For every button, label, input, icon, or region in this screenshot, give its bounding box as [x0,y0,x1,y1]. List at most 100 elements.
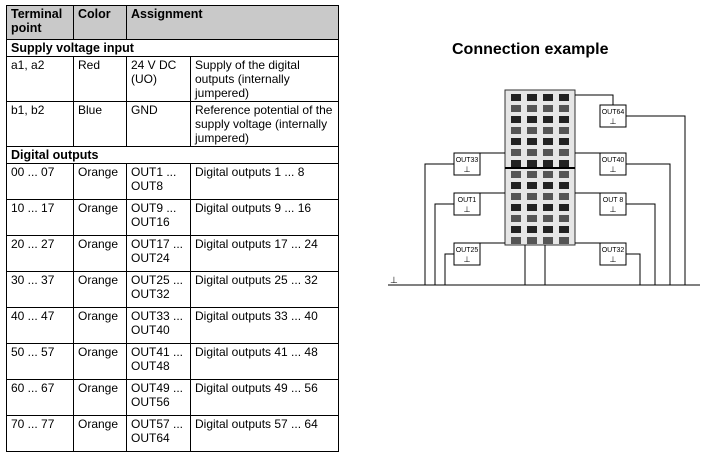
terminal-block [559,160,569,167]
section-row: Digital outputs [6,146,339,164]
cell-signal: GND [126,101,191,147]
cell-signal: OUT25 ... OUT32 [126,271,191,308]
terminal-block [527,237,537,244]
terminal-block [559,105,569,112]
terminal-block [559,226,569,233]
ground-wire [626,163,671,285]
header-color: Color [73,5,127,40]
cell-desc: Digital outputs 9 ... 16 [190,199,339,236]
terminal-block [511,105,521,112]
section-title: Supply voltage input [6,39,339,57]
cell-signal: OUT17 ... OUT24 [126,235,191,272]
cell-signal: OUT1 ... OUT8 [126,163,191,200]
terminal-block [559,193,569,200]
cell-point: b1, b2 [6,101,74,147]
terminal-block [559,204,569,211]
ground-symbol: ⊥ [610,255,617,264]
ground-symbol: ⊥ [464,165,471,174]
ground-wire [444,253,454,285]
terminal-block [511,215,521,222]
cell-desc: Digital outputs 25 ... 32 [190,271,339,308]
cell-color: Orange [73,235,127,272]
terminal-block [511,149,521,156]
cell-signal: OUT41 ... OUT48 [126,343,191,380]
terminal-block [511,237,521,244]
cell-desc: Digital outputs 57 ... 64 [190,415,339,452]
output-label: OUT64 [602,109,625,116]
terminal-block [559,116,569,123]
cell-desc: Reference potential of the supply voltag… [190,101,339,147]
section-title: Digital outputs [6,146,339,164]
terminal-block [543,138,553,145]
terminal-block [543,127,553,134]
terminal-block [543,204,553,211]
cell-desc: Digital outputs 33 ... 40 [190,307,339,344]
table-header-row: Terminal point Color Assignment [6,5,339,40]
terminal-block [543,171,553,178]
ground-symbol: ⊥ [464,255,471,264]
terminal-block [543,160,553,167]
terminal-block [527,127,537,134]
header-terminal-point: Terminal point [6,5,74,40]
ground-symbol: ⊥ [610,165,617,174]
wire [575,94,614,105]
ground-wire [626,203,656,285]
terminal-block [511,193,521,200]
terminal-block [559,94,569,101]
output-label: OUT33 [456,157,479,164]
cell-point: 40 ... 47 [6,307,74,344]
terminal-block [543,193,553,200]
output-label: OUT40 [602,157,625,164]
cell-color: Orange [73,415,127,452]
cell-signal: OUT9 ... OUT16 [126,199,191,236]
terminal-block [527,149,537,156]
cell-point: 60 ... 67 [6,379,74,416]
terminal-block [559,237,569,244]
cell-signal: OUT33 ... OUT40 [126,307,191,344]
terminal-block [559,149,569,156]
output-label: OUT 8 [603,197,624,204]
ground-symbol: ⊥ [610,205,617,214]
terminal-block [527,171,537,178]
ground-wire [626,253,641,285]
terminal-block [527,94,537,101]
terminal-block [511,127,521,134]
terminal-block [543,149,553,156]
terminal-block [527,105,537,112]
terminal-block [511,204,521,211]
terminal-block [527,182,537,189]
cell-signal: OUT49 ... OUT56 [126,379,191,416]
ground-wire [424,163,454,285]
terminal-block [559,127,569,134]
cell-color: Orange [73,199,127,236]
cell-point: 70 ... 77 [6,415,74,452]
output-label: OUT1 [458,197,477,204]
terminal-block [559,138,569,145]
terminal-block [543,237,553,244]
cell-point: 10 ... 17 [6,199,74,236]
cell-color: Orange [73,163,127,200]
ground-rail-symbol: ⊥ [390,275,398,285]
output-label: OUT25 [456,247,479,254]
cell-color: Blue [73,101,127,147]
terminal-block [543,182,553,189]
terminal-block [527,204,537,211]
terminal-block [511,171,521,178]
terminal-block [511,138,521,145]
output-label: OUT32 [602,247,625,254]
terminal-block [527,160,537,167]
ground-wire [626,115,686,285]
connection-diagram: OUT64⊥OUT33⊥OUT40⊥OUT1⊥OUT 8⊥OUT25⊥OUT32… [388,89,700,286]
terminal-block [543,105,553,112]
section-row: Supply voltage input [6,39,339,57]
cell-color: Orange [73,271,127,308]
cell-desc: Digital outputs 1 ... 8 [190,163,339,200]
ground-symbol: ⊥ [610,117,617,126]
terminal-block [543,226,553,233]
